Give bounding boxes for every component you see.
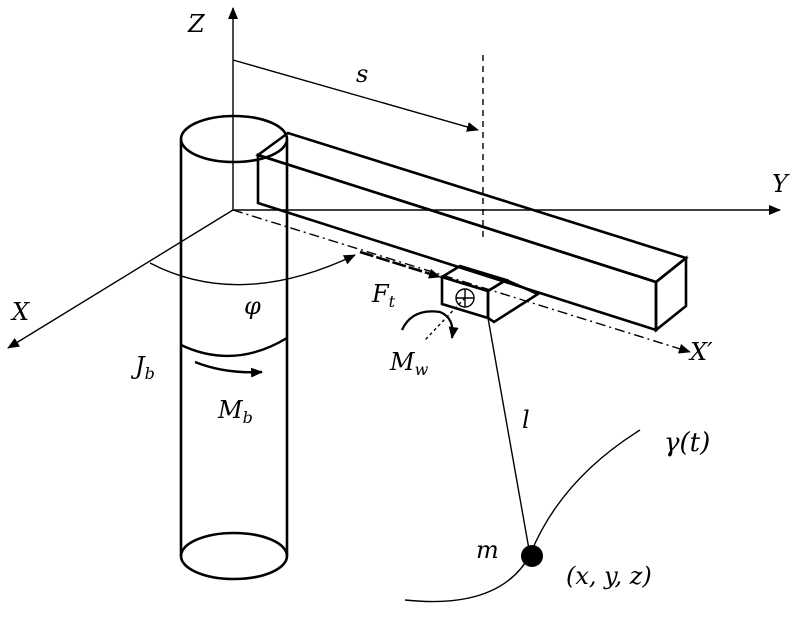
s-dimension-line <box>232 59 479 132</box>
mw-label: Mw <box>390 348 429 379</box>
trajectory-label: γ(t) <box>664 428 711 458</box>
vertical-column <box>179 114 289 581</box>
x-prime-axis <box>232 209 691 354</box>
x-prime-axis-label: X′ <box>690 338 713 366</box>
x-axis-label: X <box>12 298 30 326</box>
phi-label: φ <box>244 292 261 320</box>
position-label: (x, y, z) <box>566 562 652 590</box>
phi-arc <box>149 254 356 286</box>
mass-label: m <box>476 536 499 564</box>
force-label: Ft <box>372 280 396 311</box>
mw-moment-arrow <box>400 310 459 339</box>
jb-label: Jb <box>135 352 155 383</box>
y-axis-label: Y <box>772 170 788 198</box>
z-axis-label: Z <box>188 10 205 38</box>
force-arrow <box>359 250 441 279</box>
jb-arc <box>180 336 288 358</box>
mass-point <box>521 545 543 567</box>
cable <box>487 317 531 556</box>
mb-moment-arrow <box>194 360 263 378</box>
s-label: s <box>356 60 369 88</box>
trolley-axis-dashed <box>424 297 466 341</box>
trolley <box>438 264 541 324</box>
cable-length-label: l <box>522 406 530 434</box>
mb-label: Mb <box>218 396 253 427</box>
horizontal-boom <box>255 131 689 333</box>
x-axis <box>7 209 234 349</box>
